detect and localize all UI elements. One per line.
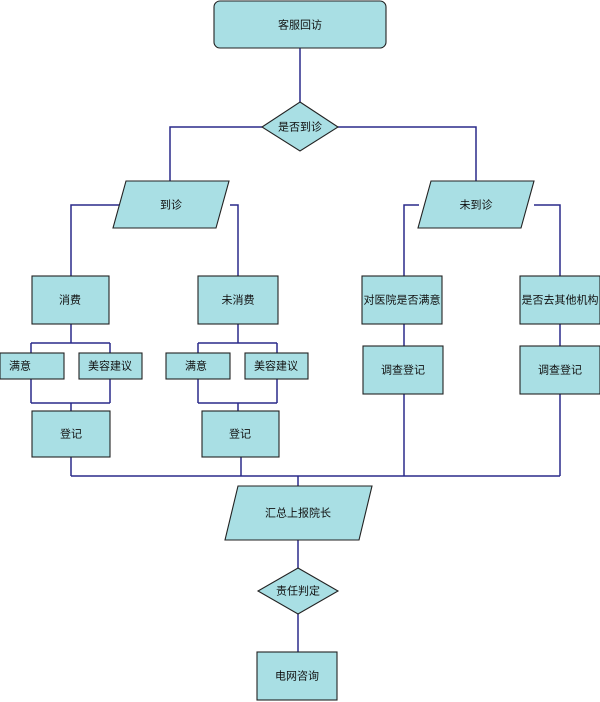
edge-visited-to-spent [70, 204, 119, 276]
register-b-node [201, 410, 280, 458]
edge-not-visited-to-other-institution [534, 204, 561, 276]
edge-not-spent-split [197, 324, 278, 353]
decision-visit-node [260, 101, 340, 152]
beauty-advice-b-node [244, 352, 309, 380]
not-spent-label: 未消费 [222, 293, 255, 307]
start-node [213, 0, 387, 49]
online-consult-node [256, 651, 338, 701]
survey-register-a-node [362, 345, 444, 395]
edge-visited-to-not-spent [230, 204, 239, 276]
beauty-advice-a-node [78, 352, 143, 380]
edge-not-visited-to-satisfaction [403, 204, 419, 276]
edge-spent-merge [30, 379, 111, 411]
register-a-label: 登记 [60, 427, 82, 441]
connectors [30, 48, 561, 652]
not-spent-node [197, 275, 279, 325]
responsibility-label: 责任判定 [276, 584, 320, 598]
responsibility-node [256, 567, 340, 615]
survey-register-a-label: 调查登记 [381, 363, 425, 377]
branch-visited-label: 到诊 [160, 198, 182, 212]
spent-label: 消费 [59, 293, 81, 307]
survey-register-b-label: 调查登记 [538, 363, 582, 377]
decision-visit-label: 是否到诊 [278, 120, 322, 134]
hospital-satisfaction-node [361, 275, 443, 325]
register-b-label: 登记 [229, 427, 251, 441]
edge-decision-to-not-visited [338, 126, 477, 181]
edge-decision-to-visited [169, 126, 262, 181]
other-institution-label: 是否去其他机构 [522, 293, 599, 307]
branch-not-visited-label: 未到诊 [460, 198, 493, 212]
edge-not-spent-merge [197, 379, 278, 411]
report-director-node [224, 485, 373, 541]
register-a-node [31, 410, 111, 458]
beauty-advice-b-label: 美容建议 [254, 359, 298, 373]
satisfied-a-node [0, 352, 65, 380]
branch-visited-node [112, 180, 230, 229]
spent-node [31, 275, 110, 325]
other-institution-node [519, 275, 600, 325]
satisfied-b-node [165, 352, 231, 380]
branch-not-visited-node [417, 180, 535, 229]
satisfied-a-label: 满意 [9, 359, 31, 373]
start-label: 客服回访 [278, 18, 322, 32]
satisfied-b-label: 满意 [185, 359, 207, 373]
hospital-satisfaction-label: 对医院是否满意 [364, 293, 441, 307]
survey-register-b-node [519, 345, 600, 395]
edge-spent-split [30, 324, 111, 353]
beauty-advice-a-label: 美容建议 [88, 359, 132, 373]
report-director-label: 汇总上报院长 [265, 506, 331, 520]
online-consult-label: 电网咨询 [275, 669, 319, 683]
